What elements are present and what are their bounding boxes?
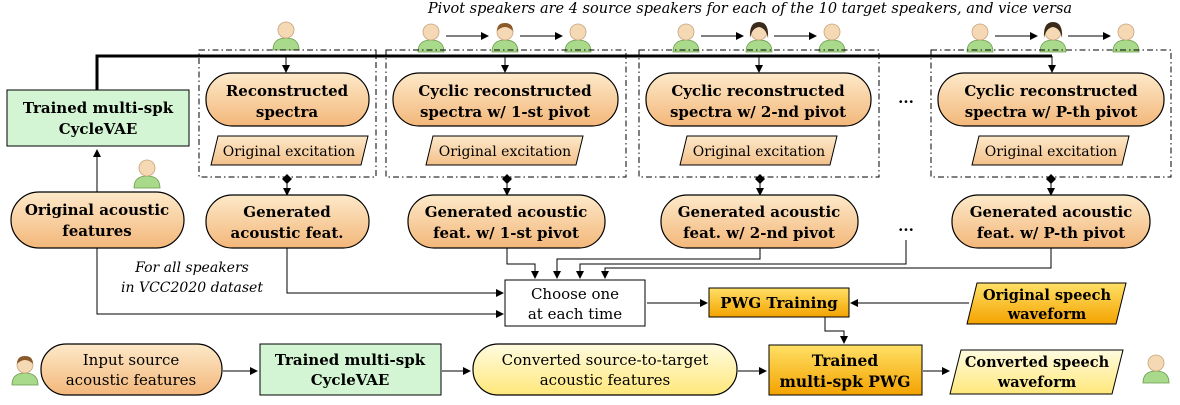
svg-text:Choose one: Choose one [531,285,619,303]
speaker-icon [1142,354,1170,384]
svg-text:Input source: Input source [83,351,180,369]
svg-text:acoustic feat.: acoustic feat. [230,224,343,242]
speaker-icon [417,23,445,53]
trained-pwg-box: Trained multi-spk PWG [768,344,923,396]
svg-text:PWG Training: PWG Training [720,294,838,312]
speaker-icon-with-hair [11,355,39,386]
trained-cyclevae-box: Trained multi-spk CycleVAE [6,89,190,147]
speaker-icon-with-hair [1039,21,1067,53]
excitation-p: Original excitation [971,135,1130,166]
svg-text:Generated acoustic: Generated acoustic [970,203,1133,221]
speaker-icon [272,21,300,51]
svg-text:at each time: at each time [528,305,622,323]
converted-speech-waveform: Converted speech waveform [949,349,1124,395]
speaker-icon [1112,23,1140,53]
svg-text:feat. w/ 1-st pivot: feat. w/ 1-st pivot [433,224,579,242]
choose-one-box: Choose one at each time [504,279,646,327]
excitation-0: Original excitation [210,135,369,166]
speaker-icon [818,23,846,53]
svg-text:waveform: waveform [1007,306,1087,323]
svg-text:Trained multi-spk: Trained multi-spk [275,351,426,369]
speaker-icon [564,23,592,53]
pivot-speakers-row-1 [417,22,592,53]
original-acoustic-features: Original acoustic features [10,191,185,249]
pivot-speakers-row-3 [966,21,1140,53]
svg-text:features: features [62,222,131,240]
svg-text:acoustic features: acoustic features [540,371,671,389]
original-speech-waveform: Original speech waveform [966,282,1127,325]
svg-text:Generated: Generated [243,203,331,221]
svg-text:CycleVAE: CycleVAE [59,120,138,138]
svg-text:Trained multi-spk: Trained multi-spk [23,99,174,117]
svg-text:feat. w/ P-th pivot: feat. w/ P-th pivot [977,224,1125,242]
svg-text:CycleVAE: CycleVAE [311,371,390,389]
ellipsis-bottom: ... [898,217,914,235]
svg-text:Generated acoustic: Generated acoustic [678,203,841,221]
generated-acoustic-2: Generated acoustic feat. w/ 2-nd pivot [660,194,859,249]
note-all-speakers-1: in VCC2020 dataset [121,280,263,296]
svg-text:feat. w/ 2-nd pivot: feat. w/ 2-nd pivot [683,224,835,242]
converted-features: Converted source-to-target acoustic feat… [472,343,738,396]
svg-text:acoustic features: acoustic features [66,371,197,389]
svg-text:Original excitation: Original excitation [439,144,571,160]
note-all-speakers-0: For all speakers [134,260,249,276]
svg-text:Converted speech: Converted speech [965,354,1110,371]
generated-acoustic-p: Generated acoustic feat. w/ P-th pivot [951,194,1151,249]
cyclic-spectra-2: Cyclic reconstructed spectra w/ 2-nd piv… [645,72,872,127]
svg-text:Generated acoustic: Generated acoustic [425,203,588,221]
speaker-icon [133,159,161,189]
svg-text:Cyclic reconstructed: Cyclic reconstructed [671,82,845,100]
svg-text:Reconstructed: Reconstructed [226,82,349,100]
excitation-1: Original excitation [425,135,584,166]
svg-text:waveform: waveform [997,374,1077,391]
speaker-icon-with-hair [745,21,773,53]
pwg-training-box: PWG Training [708,287,850,318]
reconstructed-spectra: Reconstructed spectra [205,72,370,127]
svg-text:Original excitation: Original excitation [693,144,825,160]
pivot-speakers-row-0 [272,21,300,51]
bus-line [95,54,1052,90]
speaker-icon-with-hair [491,22,519,53]
svg-text:spectra: spectra [256,103,318,121]
excitation-2: Original excitation [679,135,838,166]
svg-text:Original speech: Original speech [983,287,1112,304]
caption: Pivot speakers are 4 source speakers for… [427,1,1072,17]
speaker-icon [966,23,994,53]
svg-text:Original excitation: Original excitation [223,144,355,160]
svg-text:spectra w/ 2-nd pivot: spectra w/ 2-nd pivot [670,103,846,121]
cyclic-spectra-1: Cyclic reconstructed spectra w/ 1-st piv… [392,72,619,127]
generated-acoustic: Generated acoustic feat. [205,194,370,249]
svg-text:multi-spk PWG: multi-spk PWG [779,372,910,391]
svg-text:spectra w/ P-th pivot: spectra w/ P-th pivot [965,103,1138,121]
pivot-speakers-row-2 [672,21,846,53]
trained-cyclevae-box-bottom: Trained multi-spk CycleVAE [259,343,442,396]
ellipsis-top: ... [898,89,914,107]
speaker-icon [672,23,700,53]
svg-text:Cyclic reconstructed: Cyclic reconstructed [418,82,592,100]
generated-acoustic-1: Generated acoustic feat. w/ 1-st pivot [407,194,606,249]
svg-text:Original excitation: Original excitation [985,144,1117,160]
svg-text:Cyclic reconstructed: Cyclic reconstructed [964,82,1138,100]
cyclic-spectra-p: Cyclic reconstructed spectra w/ P-th piv… [937,72,1165,127]
svg-text:spectra w/ 1-st pivot: spectra w/ 1-st pivot [420,103,590,121]
svg-text:Original acoustic: Original acoustic [25,201,169,219]
input-source-features: Input source acoustic features [40,343,223,396]
svg-text:Converted source-to-target: Converted source-to-target [502,351,709,369]
svg-text:Trained: Trained [812,351,879,370]
